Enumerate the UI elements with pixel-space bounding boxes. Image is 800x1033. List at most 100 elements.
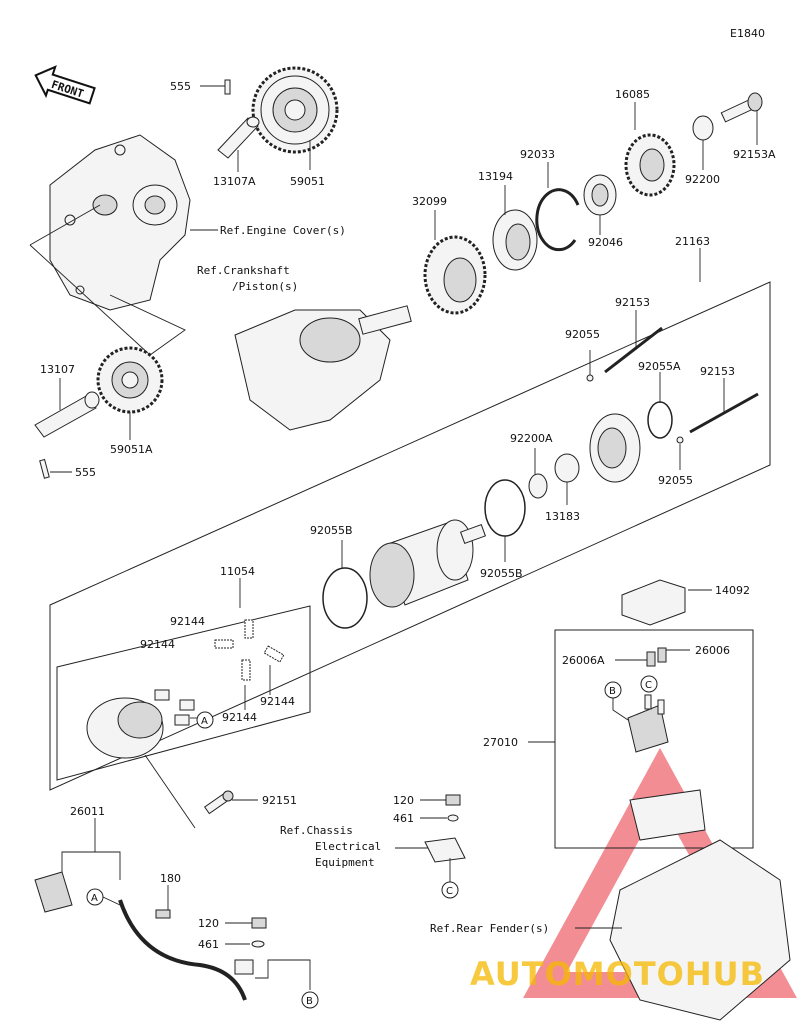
part-label: 92144 [170,615,205,628]
part-label: 120 [198,917,219,930]
oring-92055-2 [676,436,684,444]
bolt-92153-1 [604,326,663,374]
part-label: 26006A [562,654,605,667]
ref-chassis: Ref.Chassis [280,824,353,837]
part-label: 27010 [483,736,518,749]
part-label: 92144 [140,638,175,651]
diagram-code: E1840 [730,27,765,40]
callout-c-1: C [640,675,658,693]
screw-120-1 [445,794,461,806]
gear-16085 [624,133,676,197]
part-label: 59051 [290,175,325,188]
part-label: 92153 [615,296,650,309]
part-label: 555 [170,80,191,93]
front-arrow-icon: FRONT [34,65,96,105]
part-label: 92153 [700,365,735,378]
part-label: 92153A [733,148,776,161]
part-label: 13107A [213,175,256,188]
watermark-text: AUTOMOTOHUB [470,955,765,993]
part-label: 92055A [638,360,681,373]
brush-holder [86,689,195,759]
part-label: 21163 [675,235,710,248]
cable-terminal [234,959,254,975]
part-label: 13107 [40,363,75,376]
ref-crankshaft: Ref.Crankshaft [197,264,290,277]
part-label: 13194 [478,170,513,183]
part-label: 92144 [260,695,295,708]
ref-crankshaft-piston: /Piston(s) [232,280,298,293]
callout-b-2: B [301,991,319,1009]
bracket [424,837,466,863]
relay-cover-14092 [621,579,686,626]
spring-92144-1 [244,619,254,639]
svg-text:B: B [609,686,616,697]
part-label: 555 [75,466,96,479]
spring-92144-3 [241,659,251,681]
callout-c-2: C [441,881,459,899]
part-label: 11054 [220,565,255,578]
callout-a-2: A [86,888,104,906]
part-label: 92055B [480,567,523,580]
relay-box [554,629,754,849]
part-label: 13183 [545,510,580,523]
gear-32099 [423,235,487,315]
part-label: 14092 [715,584,750,597]
fuse-26006a [646,651,656,667]
screw-120-2 [251,917,267,929]
engine-cover [49,134,191,311]
ref-rear-fender: Ref.Rear Fender(s) [430,922,549,935]
part-label: 92055 [658,474,693,487]
shaft-13107a [217,116,260,159]
bolt-92153a [720,92,763,123]
callout-a-1: A [196,711,214,729]
brush-assembly-box [56,605,311,781]
part-label: 92033 [520,148,555,161]
shaft-13107 [34,391,100,438]
oring-92055b-1 [322,567,368,629]
part-label: 92144 [222,711,257,724]
washer-461-1 [447,814,459,822]
ref-chassis-electrical: Electrical [315,840,381,853]
part-label: 59051A [110,443,153,456]
ref-engine-cover: Ref.Engine Cover(s) [220,224,346,237]
callout-b-1: B [604,681,622,699]
part-label: 92046 [588,236,623,249]
part-label: 92200 [685,173,720,186]
washer-92200 [692,115,714,141]
part-label: 92200A [510,432,553,445]
svg-text:A: A [201,716,208,727]
circlip-92033 [535,188,580,252]
svg-text:A: A [91,893,98,904]
part-label: 32099 [412,195,447,208]
spring-92144-2 [214,639,234,649]
washer-92200a [528,473,548,499]
plate-13183 [554,453,580,483]
part-label: 92055 [565,328,600,341]
pin-555-top [224,79,231,95]
part-label: 461 [393,812,414,825]
svg-text:C: C [446,886,453,897]
svg-text:B: B [306,996,313,1007]
starter-front-cover [589,413,641,483]
starter-motor [369,519,487,608]
pin-555-bottom [39,458,50,479]
fuse-26006 [657,647,667,663]
part-label: 120 [393,794,414,807]
part-label: 16085 [615,88,650,101]
bolt-180 [155,909,171,919]
part-label: 26011 [70,805,105,818]
oring-92055-1 [586,374,594,382]
part-label: 92055B [310,524,353,537]
clutch-13194 [492,209,538,271]
part-label: 26006 [695,644,730,657]
ref-chassis-equipment: Equipment [315,856,375,869]
ground-cable [118,899,247,1001]
connector [34,871,73,913]
bolt-92153-2 [689,392,759,434]
oring-92055b-2 [484,479,526,537]
starter-relay [627,694,669,753]
part-label: 180 [160,872,181,885]
crankshaft [234,305,412,431]
part-label: 461 [198,938,219,951]
